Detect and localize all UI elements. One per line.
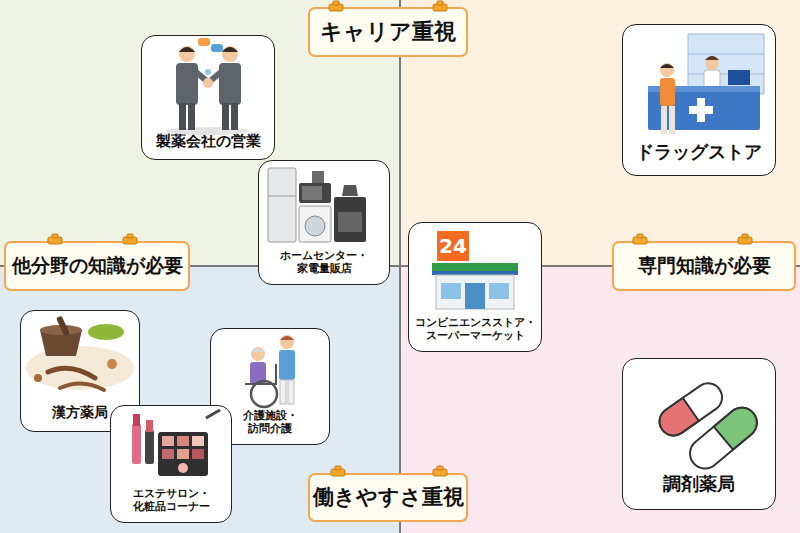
- job-label: エステサロン・ 化粧品コーナー: [123, 487, 219, 515]
- job-label: 介護施設・ 訪問介護: [234, 409, 306, 437]
- sign-number: 24: [437, 231, 469, 261]
- job-card: 調剤薬局: [622, 358, 776, 510]
- job-label: コンビニエンスストア・ スーパーマーケット: [411, 316, 539, 344]
- job-label: 漢方薬局: [52, 404, 108, 422]
- store-icon: [432, 231, 518, 309]
- cosmetics-icon: [132, 410, 220, 476]
- axis-banner: キャリア重視: [308, 7, 468, 57]
- herbs-icon: [26, 316, 134, 390]
- pushpins: [48, 1, 752, 476]
- axis-banner: 他分野の知識が必要: [4, 241, 190, 291]
- drugstore-icon: [648, 34, 764, 134]
- job-label: ドラッグストア: [636, 141, 762, 164]
- handshake-icon: [166, 38, 250, 135]
- axis-label: 働きやすさ重視: [313, 484, 464, 510]
- capsules-icon: [654, 378, 763, 475]
- axis-banner: 専門知識が必要: [612, 241, 796, 291]
- job-card: 製薬会社の営業: [141, 35, 275, 160]
- axis-label: キャリア重視: [320, 18, 456, 46]
- axis-label: 専門知識が必要: [638, 254, 771, 278]
- axis-label: 他分野の知識が必要: [12, 254, 183, 278]
- job-label: 調剤薬局: [663, 473, 735, 496]
- appliances-icon: [268, 168, 366, 242]
- job-card: コンビニエンスストア・ スーパーマーケット: [408, 222, 542, 352]
- job-card: エステサロン・ 化粧品コーナー: [110, 405, 232, 523]
- job-card: ホームセンター・ 家電量販店: [258, 160, 390, 285]
- job-label: 製薬会社の営業: [156, 132, 261, 151]
- wheelchair-icon: [245, 335, 295, 407]
- job-label: ホームセンター・ 家電量販店: [272, 249, 376, 277]
- axis-banner: 働きやすさ重視: [308, 473, 468, 522]
- job-card: ドラッグストア: [622, 24, 776, 176]
